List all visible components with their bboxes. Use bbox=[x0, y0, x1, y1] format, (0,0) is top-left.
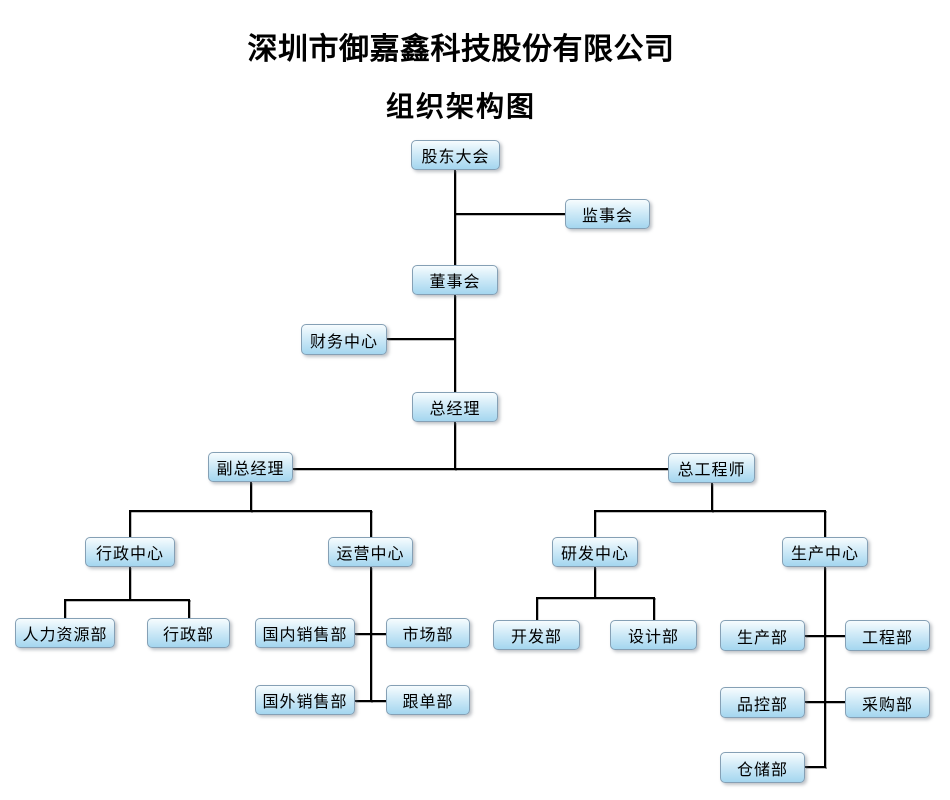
org-node-finance-center: 财务中心 bbox=[301, 324, 387, 355]
connector-line bbox=[387, 338, 455, 340]
connector-line bbox=[454, 295, 456, 392]
connector-line bbox=[129, 510, 372, 512]
org-node-design-dept: 设计部 bbox=[610, 620, 697, 650]
org-node-deputy-general-manager: 副总经理 bbox=[208, 452, 293, 482]
connector-line bbox=[805, 701, 845, 703]
connector-line bbox=[594, 510, 826, 512]
org-node-chief-engineer: 总工程师 bbox=[668, 453, 755, 483]
connector-line bbox=[64, 599, 66, 618]
org-node-admin-center: 行政中心 bbox=[85, 537, 175, 567]
connector-line bbox=[711, 483, 713, 512]
chart-subtitle: 组织架构图 bbox=[385, 92, 536, 123]
connector-line bbox=[805, 766, 826, 768]
org-node-board-of-directors: 董事会 bbox=[412, 265, 498, 295]
org-node-production-center: 生产中心 bbox=[782, 537, 868, 567]
org-node-admin-dept: 行政部 bbox=[147, 618, 230, 648]
org-node-operations-center: 运营中心 bbox=[328, 537, 413, 567]
org-node-purchasing-dept: 采购部 bbox=[845, 687, 930, 718]
connector-line bbox=[594, 510, 596, 537]
connector-line bbox=[536, 597, 538, 620]
connector-line bbox=[293, 468, 668, 470]
org-node-warehouse-dept: 仓储部 bbox=[720, 752, 805, 783]
company-title: 深圳市御嘉鑫科技股份有限公司 bbox=[247, 33, 675, 66]
org-node-overseas-sales-dept: 国外销售部 bbox=[255, 685, 355, 715]
connector-line bbox=[129, 510, 131, 537]
org-node-hr-dept: 人力资源部 bbox=[15, 618, 115, 648]
org-node-development-dept: 开发部 bbox=[493, 620, 580, 650]
connector-line bbox=[250, 482, 252, 512]
connector-line bbox=[594, 567, 596, 598]
org-node-production-dept: 生产部 bbox=[720, 620, 805, 651]
connector-line bbox=[536, 597, 655, 599]
org-node-marketing-dept: 市场部 bbox=[386, 618, 470, 648]
connector-line bbox=[129, 567, 131, 600]
connector-line bbox=[355, 633, 386, 635]
connector-line bbox=[454, 422, 456, 470]
connector-line bbox=[355, 700, 386, 702]
connector-line bbox=[370, 510, 372, 537]
connector-line bbox=[824, 567, 826, 768]
connector-line bbox=[653, 597, 655, 620]
connector-line bbox=[188, 599, 190, 618]
connector-line bbox=[824, 510, 826, 537]
org-node-shareholders-meeting: 股东大会 bbox=[411, 140, 500, 170]
org-node-domestic-sales-dept: 国内销售部 bbox=[255, 618, 355, 648]
org-node-engineering-dept: 工程部 bbox=[845, 620, 930, 651]
connector-line bbox=[64, 599, 190, 601]
connector-line bbox=[454, 170, 456, 265]
org-node-order-follow-dept: 跟单部 bbox=[386, 685, 470, 715]
org-node-rd-center: 研发中心 bbox=[552, 537, 638, 567]
org-node-general-manager: 总经理 bbox=[412, 392, 498, 422]
connector-line bbox=[454, 213, 566, 215]
org-node-supervisory-board: 监事会 bbox=[565, 199, 650, 229]
org-node-quality-control-dept: 品控部 bbox=[720, 687, 805, 718]
connector-line bbox=[805, 635, 845, 637]
